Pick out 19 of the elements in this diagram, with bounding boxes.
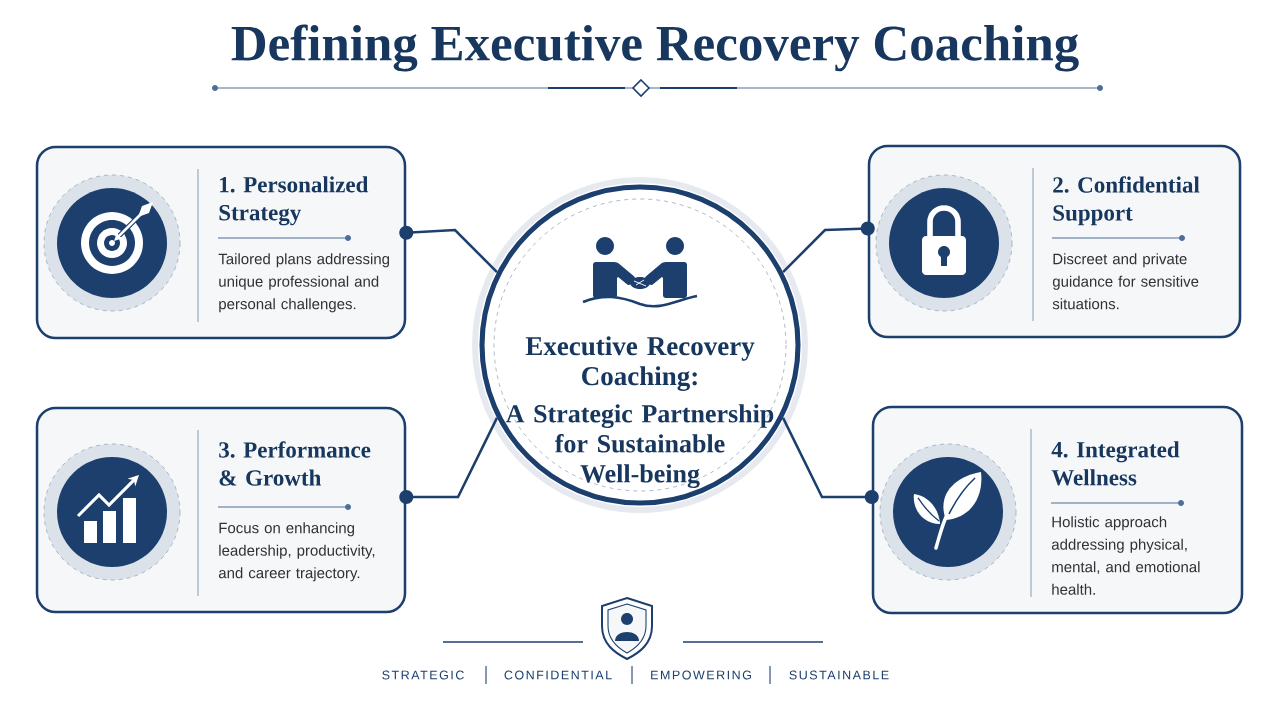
connector	[781, 417, 879, 504]
tagline-word: EMPOWERING	[651, 670, 751, 680]
circle-subheading: A Strategic Partnership for Sustainable Well-being	[505, 404, 774, 489]
circle-heading: Executive Recovery Coaching:	[525, 336, 755, 391]
card-text: Tailored plans addressing unique professional and personal challenges.	[218, 253, 390, 313]
tagline-word: STRATEGIC	[382, 670, 464, 680]
card-text: Discreet and private guidance for sensitive situations.	[1052, 253, 1199, 310]
connector	[782, 221, 875, 273]
card-heading: 3. Performance & Growth	[219, 441, 371, 486]
title: Defining Executive Recovery Coaching	[231, 24, 1079, 72]
tagline-word: SUSTAINABLE	[789, 670, 889, 680]
connector	[399, 225, 498, 273]
card-heading: 1. Personalized Strategy	[219, 176, 369, 226]
card-text: Focus on enhancing leadership, productivity, and career trajectory.	[218, 522, 375, 582]
card-heading: 4. Integrated Wellness	[1051, 441, 1180, 486]
card-heading: 2. Confidential Support	[1053, 176, 1200, 226]
tagline-word: CONFIDENTIAL	[504, 670, 612, 680]
connector	[399, 417, 499, 505]
card-text: Holistic approach addressing physical, mental, and emotional health.	[1051, 516, 1200, 595]
